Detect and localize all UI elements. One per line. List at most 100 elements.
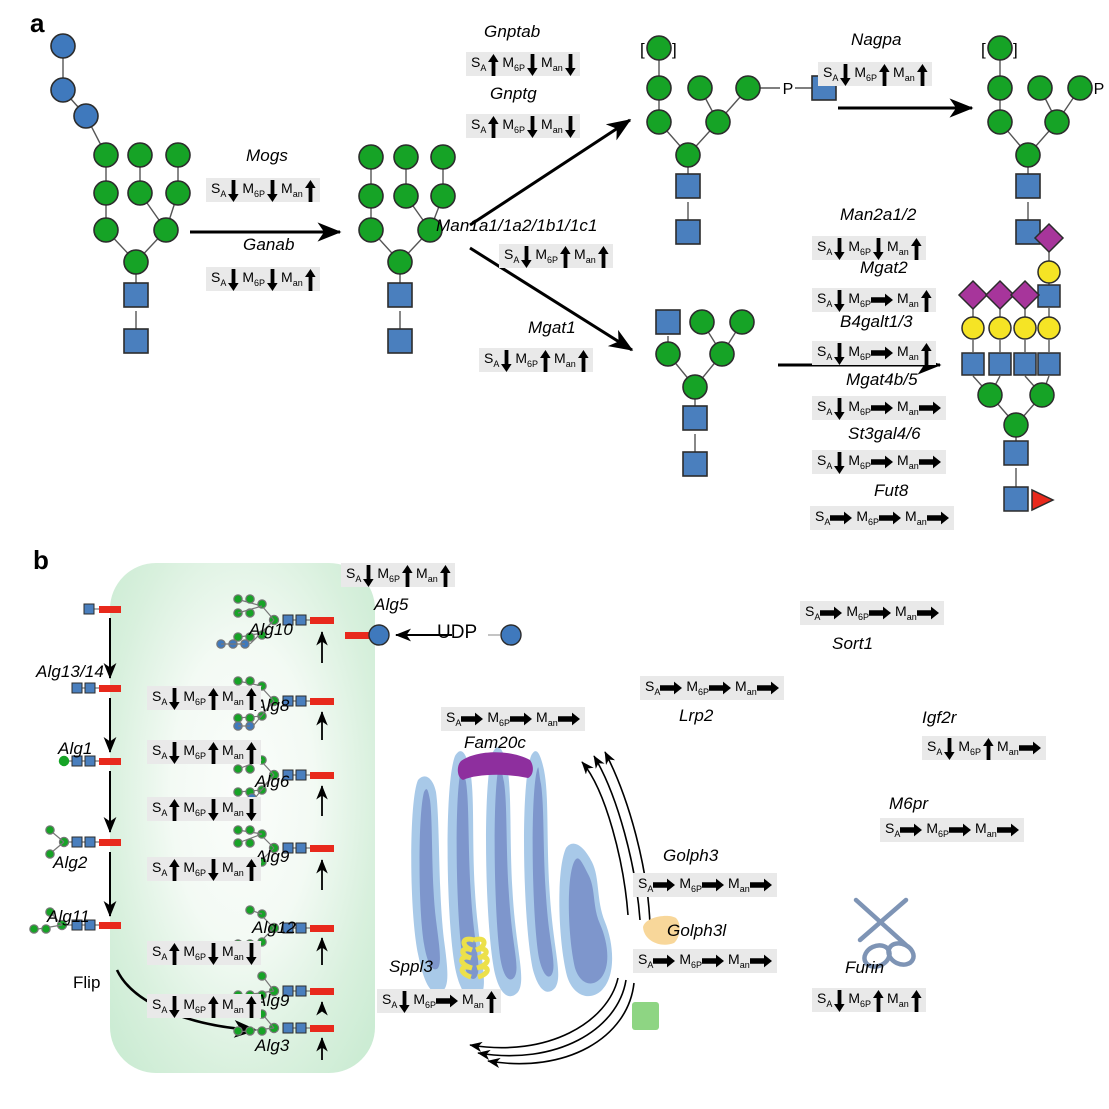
man-indicator-label: Man [222,943,244,962]
enzyme-label-alg6: Alg6 [255,772,290,791]
enzyme-label-alg8: Alg8 [255,696,290,715]
llo-left-1 [83,603,121,615]
man-indicator: Man [539,115,577,138]
enzyme-label-alg10: Alg10 [249,620,293,639]
m6p-indicator-label: M6P [515,350,539,369]
m6p-indicator-label: M6P [502,116,526,135]
enzyme-label-ganab: Ganab [243,235,295,254]
sa-indicator: SA [150,942,181,965]
man-indicator-arrow-up [916,63,928,86]
sa-indicator-arrow-up [168,858,180,881]
m6p-indicator-label: M6P [183,943,207,962]
m6p-indicator: M6P [375,564,414,587]
m6p-indicator-arrow-down [207,942,219,965]
man-indicator-arrow-up [245,687,257,710]
sa-indicator-arrow-down [520,245,532,268]
udp-glc [488,624,522,646]
m6p-indicator-arrow-up [539,349,551,372]
m6p-indicator-arrow-right [871,454,894,470]
sa-indicator: SA [821,63,852,86]
man-indicator: Man [220,942,258,965]
enzyme-label-man1a1: Man1a1/1a2/1b1/1c1 [436,216,598,235]
sa-indicator-label: SA [152,859,168,878]
sa-indicator: SA [150,687,181,710]
enzyme-label-mogs: Mogs [246,146,288,165]
llo-right-6 [233,971,334,1000]
m6p-indicator-label: M6P [848,290,872,309]
panel-b-layer [29,594,916,1069]
man-indicator-arrow-right [996,822,1019,838]
m6p-indicator: M6P [533,245,572,268]
man-indicator: Man [460,990,498,1013]
sa-indicator-arrow-down [227,179,239,202]
enzyme-label-mgat4b: Mgat4b/5 [846,370,918,389]
sa-indicator-arrow-down [833,237,845,260]
enzyme-label-alg2: Alg2 [53,853,88,872]
sa-indicator-arrow-down [943,737,955,760]
sa-indicator-label: SA [152,996,168,1015]
man-indicator: Man [726,876,774,894]
man-indicator: Man [893,604,941,622]
m6p-indicator-arrow-down [872,237,884,260]
m6p-indicator-arrow-right [510,711,533,727]
sa-indicator-arrow-down [833,451,845,474]
sa-indicator-label: SA [817,343,833,362]
m6p-indicator-arrow-up [207,995,219,1018]
golgi-retrograde-arrows [469,977,635,1069]
man-indicator-label: Man [222,742,244,761]
sa-indicator: SA [815,989,846,1012]
m6p-indicator-arrow-right [871,292,894,308]
llo-left-5 [29,907,121,934]
sa-indicator-label: SA [211,269,227,288]
sa-indicator-arrow-down [833,397,845,420]
m6p-indicator-arrow-right [879,510,902,526]
enzyme-label-sppl3: Sppl3 [389,957,433,976]
man-indicator: Man [733,679,781,697]
man-indicator-label: Man [222,996,244,1015]
man-indicator-arrow-up [920,342,932,365]
m6p-indicator-label: M6P [846,603,870,622]
sa-indicator: SA [502,245,533,268]
man-indicator: Man [279,179,317,202]
sa-indicator-arrow-right [660,680,683,696]
m6p-indicator-label: M6P [413,991,437,1010]
sa-indicator-arrow-up [487,53,499,76]
m6p-indicator-label: M6P [679,875,703,894]
sa-indicator: SA [444,710,485,728]
sa-indicator: SA [469,53,500,76]
man-indicator-label: Man [541,116,563,135]
bracket-open-2: [ [981,40,986,59]
m6p-indicator-label: M6P [183,742,207,761]
sa-indicator: SA [150,741,181,764]
m6p-indicator: M6P [846,237,885,260]
m6p-indicator-arrow-up [401,564,413,587]
enzyme-label-man2a1: Man2a1/2 [840,205,917,224]
golgi-anterograde-arrows [581,751,651,926]
glycan-4-residues [987,35,1093,245]
enzyme-label-gnptg: Gnptg [490,84,537,103]
enzyme-label-alg1: Alg1 [58,739,93,758]
m6p-indicator-label: M6P [848,343,872,362]
enzyme-label-b4galt: B4galt1/3 [840,312,913,331]
man-indicator-label: Man [541,54,563,73]
sa-indicator: SA [636,876,677,894]
sa-indicator: SA [150,995,181,1018]
enzyme-label-alg9-1: Alg9 [255,847,290,866]
man-indicator-arrow-up [304,268,316,291]
man-indicator: Man [220,798,258,821]
man-indicator: Man [572,245,610,268]
m6p-indicator: M6P [852,63,891,86]
sa-indicator: SA [883,821,924,839]
man-indicator: Man [885,237,923,260]
man-indicator-arrow-down [564,115,576,138]
enzyme-label-alg3: Alg3 [255,1036,290,1055]
m6p-indicator: M6P [846,453,895,471]
